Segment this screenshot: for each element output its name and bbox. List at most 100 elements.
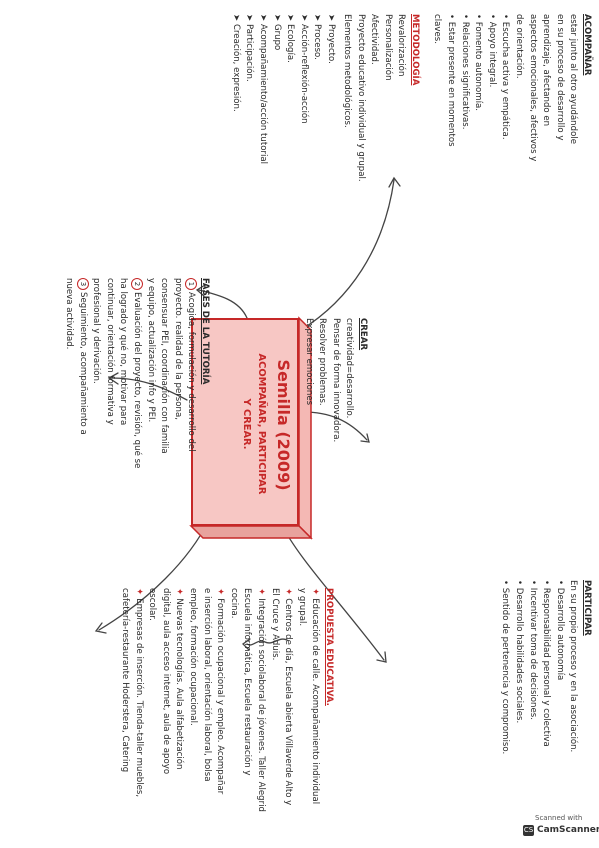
acompanar-bullet: • Escucha activa y empática. xyxy=(500,14,511,140)
pointer-icon: ➤ xyxy=(312,14,323,24)
star-bullet-icon: ✦ xyxy=(133,588,144,599)
propuesta-item-line: empleo, formación ocupacional. xyxy=(188,588,199,726)
acompanar-heading: ACOMPAÑAR xyxy=(582,14,592,76)
metodologia-element: ➤ Participación. xyxy=(244,14,255,82)
crear-section: CREAR creatividad=desarrollo. Pensar de … xyxy=(301,318,369,442)
propuesta-item-line: escolar. xyxy=(147,588,158,621)
participar-bullet: • Incentivar toma de decisiones. xyxy=(527,580,538,721)
acompanar-line: estar junto al otro ayudándole xyxy=(568,14,579,145)
propuesta-section: PROPUESTA EDUCATIVA. ✦ Educación de call… xyxy=(118,588,336,812)
participar-heading: PARTICIPAR xyxy=(582,580,592,636)
metodologia-item: Proyecto educativo individual y grupal. xyxy=(355,14,366,182)
crear-line: creatividad=desarrollo. xyxy=(344,318,355,419)
pointer-icon: ➤ xyxy=(298,14,309,24)
pointer-icon: ➤ xyxy=(326,14,336,24)
tutoria-step1-line: consensuar PEI, coordinación con familia xyxy=(159,278,170,454)
tutoria-section: FASES DE LA TUTORÍA 1Acogida, formulació… xyxy=(61,278,211,468)
tutoria-step2: 2Evaluación del proyecto, revisión, qué … xyxy=(129,278,144,468)
acompanar-section: ACOMPAÑAR estar junto al otro ayudándole… xyxy=(430,14,593,161)
metodologia-element: ➤ Grupo xyxy=(271,14,282,51)
arrowhead-propuesta xyxy=(94,622,107,634)
metodologia-element: ➤ Proyecto. xyxy=(326,14,336,64)
metodologia-element: ➤ Proceso. xyxy=(312,14,323,60)
star-bullet-icon: ✦ xyxy=(283,588,294,599)
acompanar-bullet: • Apoyo integral. xyxy=(486,14,497,88)
metodologia-elements: ➤ Proyecto. ➤ Proceso. ➤ Acción-reflexió… xyxy=(228,14,337,164)
arrowhead-crear xyxy=(360,433,370,443)
watermark-line2: CamScanner xyxy=(537,825,599,835)
acompanar-bullet: claves. xyxy=(432,14,443,44)
center-subtitle: ACOMPAÑAR, PARTICIPAR Y CREAR. xyxy=(239,328,269,520)
propuesta-item-line: e inserción laboral, orientación laboral… xyxy=(201,588,212,782)
center-subtitle-line2: Y CREAR. xyxy=(241,398,252,450)
crear-heading: CREAR xyxy=(358,318,368,351)
pointer-icon: ➤ xyxy=(244,14,255,24)
crear-line: Pensar de forma innovadora. xyxy=(330,318,341,443)
crear-line: Resolver problemas. xyxy=(317,318,328,406)
tutoria-step3-line: nueva actividad. xyxy=(64,278,75,350)
watermark-line1: Scanned with xyxy=(535,814,583,822)
propuesta-item-line: Escuela informática, Escuela restauració… xyxy=(242,588,253,776)
center-subtitle-line1: ACOMPAÑAR, PARTICIPAR xyxy=(256,353,267,495)
arrowhead-metodologia xyxy=(195,284,206,297)
pointer-icon: ➤ xyxy=(258,14,269,24)
metodologia-item: Afectividad. xyxy=(369,14,380,65)
center-title: Semilla (2009) xyxy=(274,359,293,491)
tutoria-heading: FASES DE LA TUTORÍA xyxy=(200,278,210,385)
star-bullet-icon: ✦ xyxy=(256,588,267,599)
tutoria-step3: 3Seguimiento, acompañamiento a xyxy=(75,278,89,468)
star-bullet-icon: ✦ xyxy=(215,588,226,599)
propuesta-item-line: El Cruce y Aduis. xyxy=(269,588,280,661)
acompanar-bullet: • Fomento autonomía. xyxy=(473,14,484,111)
squiggle-participar xyxy=(246,638,288,646)
acompanar-line: aspectos emocionales, afectivos y xyxy=(527,14,538,162)
step-number-circle: 1 xyxy=(185,278,198,290)
metodologia-heading: METODOLOGÍA xyxy=(410,14,420,86)
step-number-circle: 2 xyxy=(131,278,144,290)
acompanar-bullet: • Relaciones significativas. xyxy=(459,14,470,130)
arrow-to-metodologia xyxy=(198,289,248,319)
arrowhead-participar xyxy=(376,651,387,663)
propuesta-item-line: cafetería-restaurante Hoderstera, Cateri… xyxy=(120,588,131,773)
metodologia-item: Personalización xyxy=(382,14,393,81)
propuesta-item: ✦ Formación ocupacional y empleo. Acompa… xyxy=(215,588,226,795)
pointer-icon: ➤ xyxy=(285,14,296,24)
tutoria-step2-line: continuar, orientación formativa y xyxy=(104,278,115,425)
propuesta-item: ✦ Educación de calle. Acompañamiento ind… xyxy=(310,588,321,805)
propuesta-item-line: cocina. xyxy=(228,588,239,619)
propuesta-item: ✦ Empresas de inserción. Tienda-taller m… xyxy=(133,588,144,798)
camscanner-watermark: Scanned with CS CamScanner xyxy=(523,812,599,844)
acompanar-line: aprendizaje, afectando en xyxy=(541,14,552,127)
acompanar-line: en su proceso de desarrollo y xyxy=(554,14,565,141)
crear-line: Expresar emociones xyxy=(303,318,314,406)
propuesta-item: ✦ Nuevas tecnologías. Aula alfabetizació… xyxy=(174,588,185,770)
participar-bullet: • Responsabilidad personal y colectiva xyxy=(541,580,552,747)
star-bullet-icon: ✦ xyxy=(310,588,321,599)
metodologia-element: ➤ Creación, expresión. xyxy=(230,14,241,112)
metodologia-item: Revalorización xyxy=(396,14,407,77)
tutoria-step2-line: profesional y derivación. xyxy=(91,278,102,384)
squiggle-arrowhead xyxy=(241,638,251,651)
pointer-icon: ➤ xyxy=(230,14,241,24)
propuesta-item-line: digital, aula acceso internet, aula de a… xyxy=(160,588,171,775)
participar-section: PARTICIPAR En su propio proceso y en la … xyxy=(498,580,593,754)
participar-bullet: • Desarrollo habilidades sociales. xyxy=(514,580,525,724)
propuesta-heading: PROPUESTA EDUCATIVA. xyxy=(324,588,334,706)
acompanar-line: de orientación. xyxy=(514,14,525,79)
participar-bullet: • Desarrollo autonomía xyxy=(554,580,565,681)
star-bullet-icon: ✦ xyxy=(174,588,185,599)
tutoria-step1-line: proyecto. realidad de la persona, xyxy=(172,278,183,420)
participar-bullet: • Sentido de pertenencia y compromiso. xyxy=(500,580,511,755)
propuesta-item: ✦ Centros de día, Escuela abierta Villav… xyxy=(283,588,294,806)
propuesta-item: ✦ Integración sociolaboral de jóvenes. T… xyxy=(256,588,267,813)
tutoria-step1: 1Acogida, formulación y desarrollo del xyxy=(184,278,198,468)
camscanner-logo-icon: CS xyxy=(523,825,534,836)
metodologia-item: Elementos metodológicos. xyxy=(342,14,353,128)
metodologia-element: ➤ Acompañamiento/acción tutorial xyxy=(258,14,269,165)
box-side-face xyxy=(189,525,313,539)
arrowhead-acompanar xyxy=(388,176,401,188)
propuesta-item-line: y grupal. xyxy=(296,588,307,627)
